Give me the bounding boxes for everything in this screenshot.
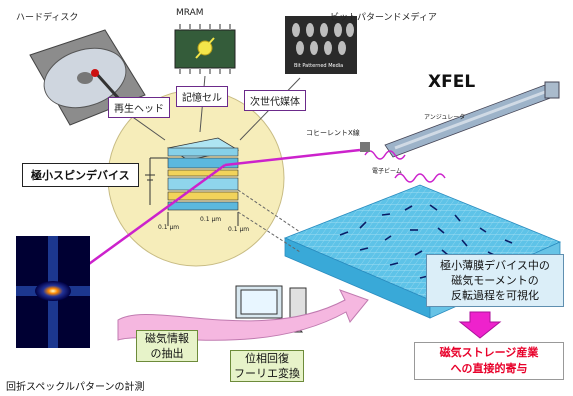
mram-label: MRAM <box>176 8 204 18</box>
spin-device-stack <box>145 137 240 226</box>
mram-image <box>174 24 236 74</box>
down-arrow <box>458 311 502 339</box>
bpm-image <box>285 16 357 74</box>
thin-film-caption: 極小薄膜デバイス中の 磁気モーメントの 反転過程を可視化 <box>426 254 564 307</box>
industry-box: 磁気ストレージ産業 への直接的寄与 <box>414 342 564 380</box>
industry-line-2: への直接的寄与 <box>450 362 528 375</box>
computer-image <box>214 285 307 333</box>
phase-box: 位相回復 フーリエ変換 <box>230 350 304 382</box>
speckle-caption: 回折スペックルパターンの計測 <box>6 382 145 393</box>
dim-label-2: 0.1 μm <box>200 216 222 223</box>
undulator-label: アンジュレータ <box>424 114 466 121</box>
thin-film-line-3: 反転過程を可視化 <box>451 289 539 302</box>
speckle-image <box>16 236 90 348</box>
hdd-label: ハードディスク <box>16 13 79 23</box>
xfel-beamline <box>360 81 560 183</box>
thin-film-line-1: 極小薄膜デバイス中の <box>440 259 550 272</box>
thin-film-line-2: 磁気モーメントの <box>451 274 539 287</box>
dim-label-3: 0.1 μm <box>228 226 250 233</box>
phase-line-2: フーリエ変換 <box>234 367 300 380</box>
extract-line-2: の抽出 <box>150 347 184 360</box>
bpm-caption: Bit Patterned Media <box>294 63 344 69</box>
extract-line-1: 磁気情報 <box>145 332 189 345</box>
bpm-label: ビットパターンドメディア <box>330 13 437 23</box>
phase-line-1: 位相回復 <box>245 352 289 365</box>
electron-beam-label: 電子ビーム <box>372 168 402 175</box>
spin-device-label: 極小スピンデバイス <box>22 163 139 187</box>
media-label: 次世代媒体 <box>244 90 306 111</box>
coherent-xray-label: コヒーレントX線 <box>306 129 360 137</box>
head-label: 再生ヘッド <box>108 97 170 118</box>
industry-line-1: 磁気ストレージ産業 <box>439 346 539 359</box>
extract-box: 磁気情報 の抽出 <box>136 330 198 362</box>
cell-label: 記憶セル <box>176 86 228 107</box>
dim-label-1: 0.1 μm <box>158 224 180 231</box>
xfel-label: XFEL <box>428 72 476 92</box>
